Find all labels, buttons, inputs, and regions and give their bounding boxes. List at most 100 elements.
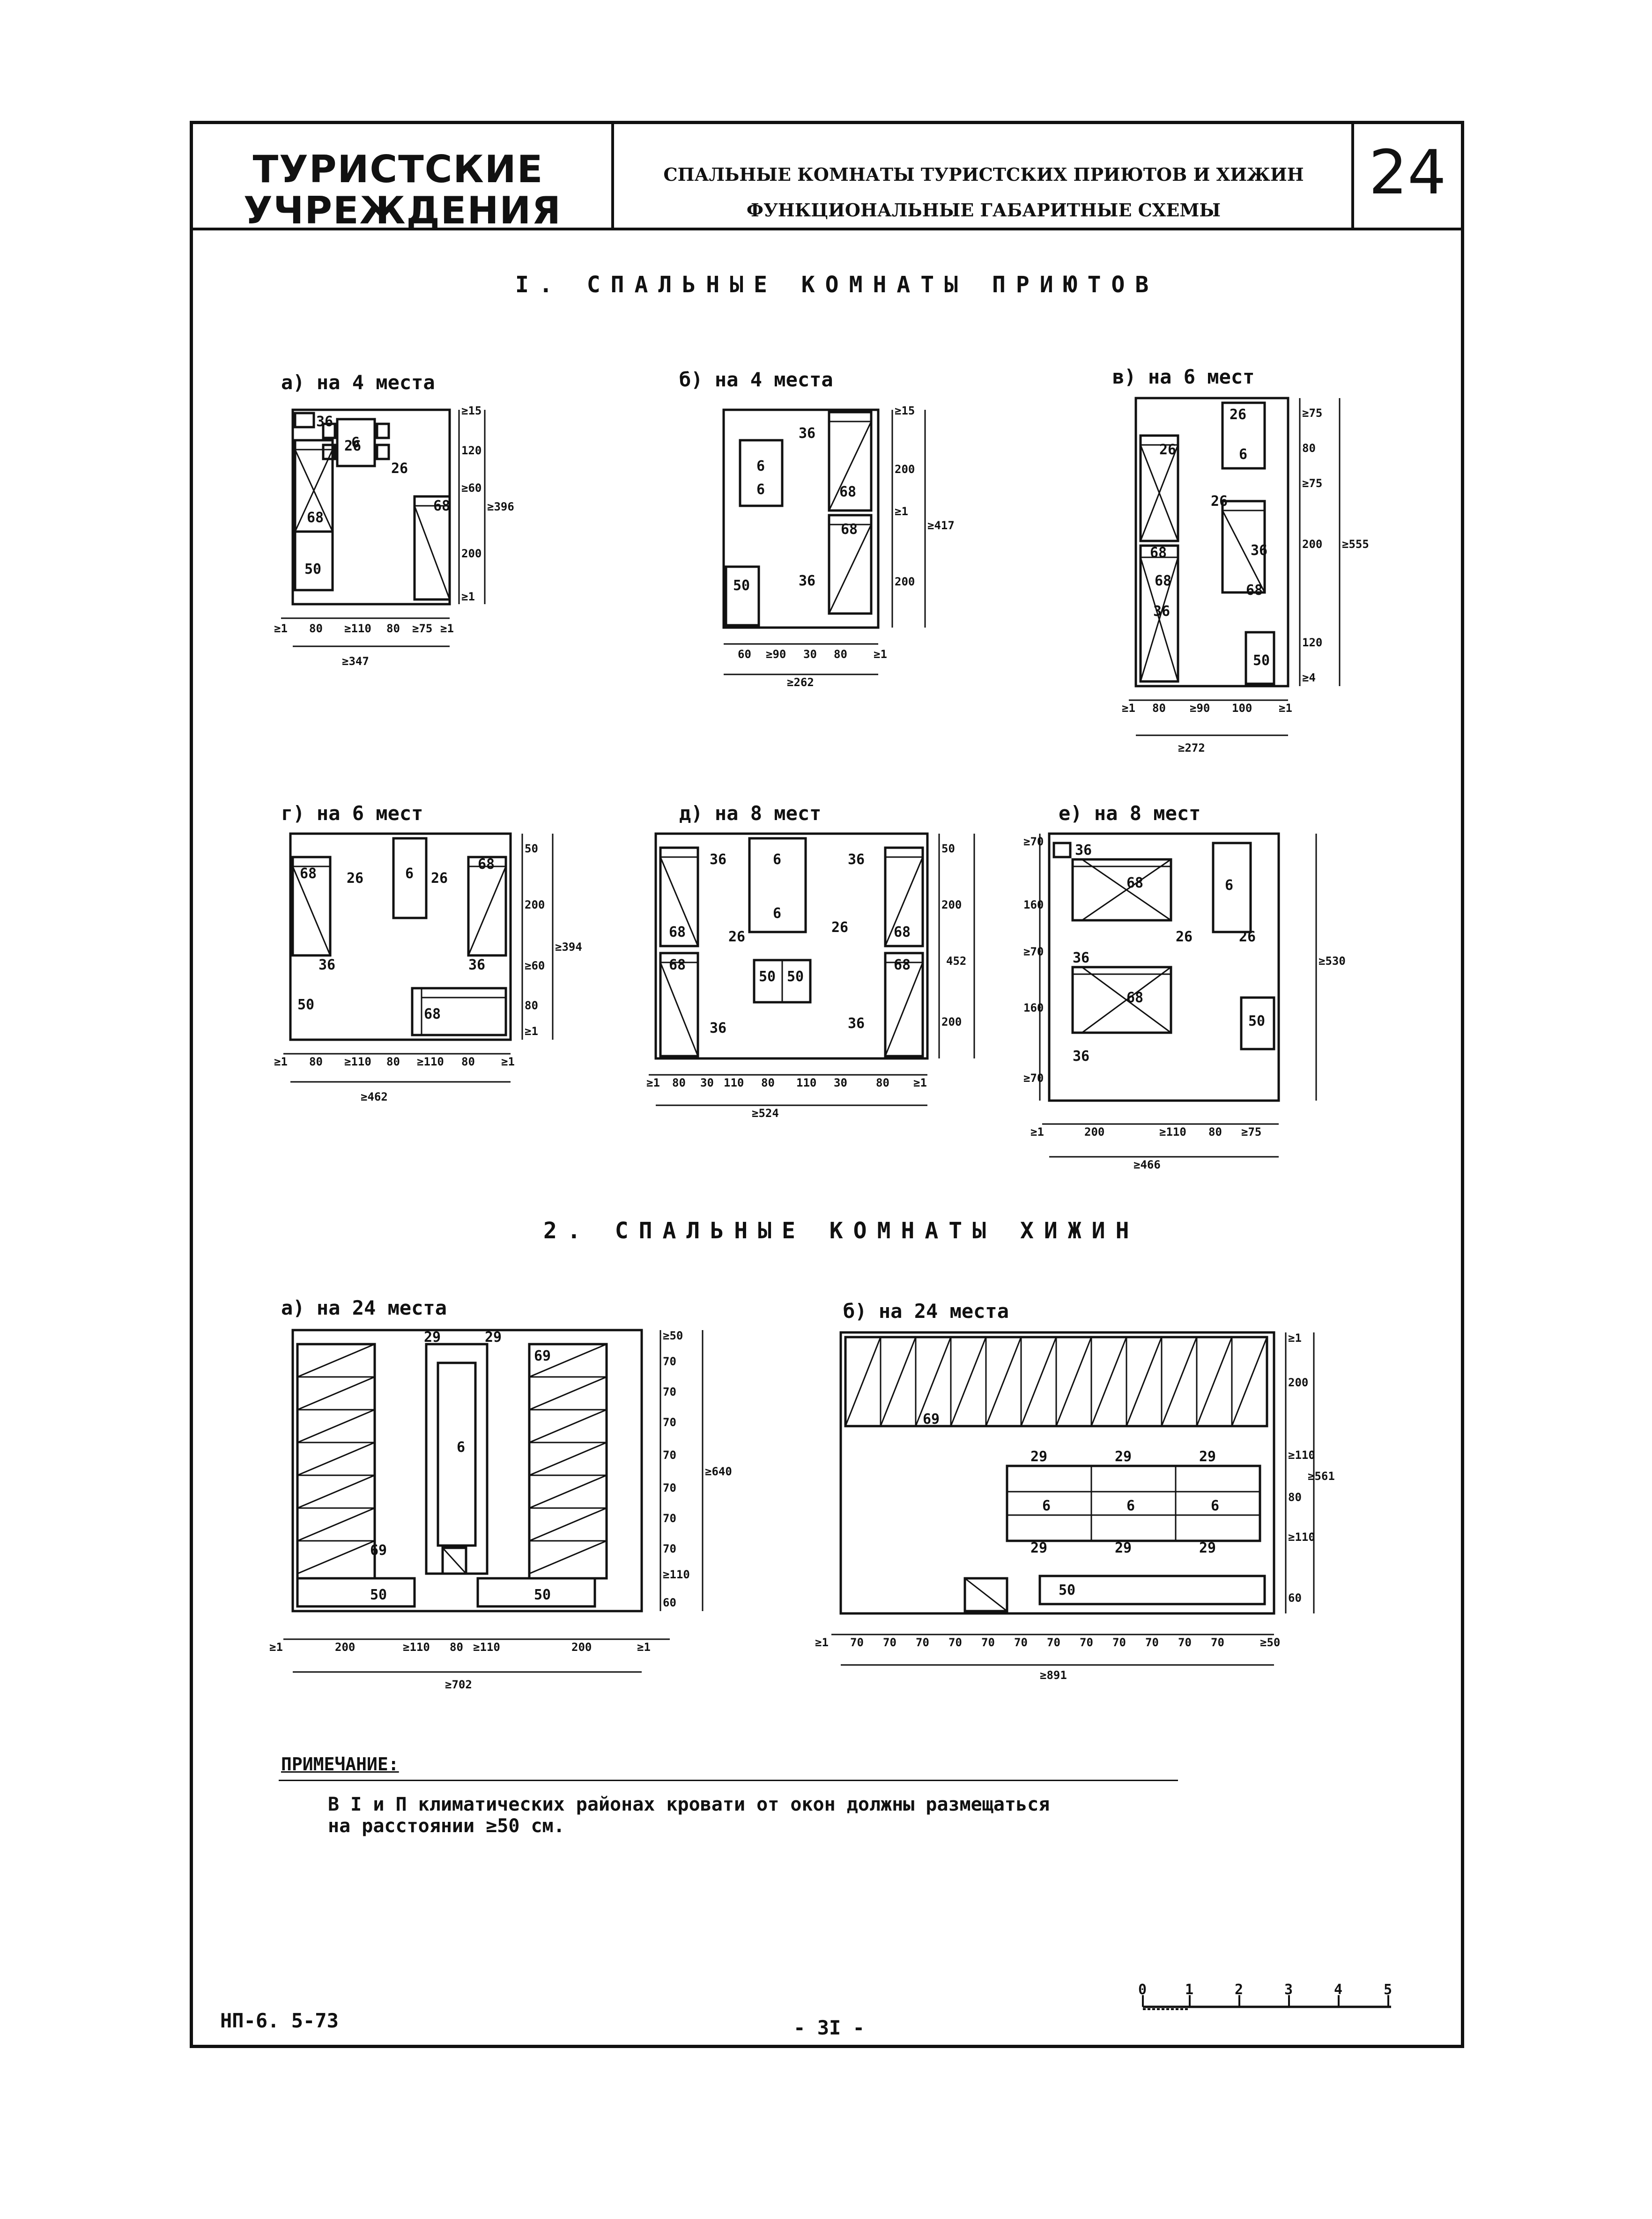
brand-title: ТУРИСТСКИЕ УЧРЕЖДЕНИЯ xyxy=(244,149,561,231)
svg-text:70: 70 xyxy=(981,1636,995,1649)
svg-text:80: 80 xyxy=(386,622,400,635)
svg-text:70: 70 xyxy=(1211,1636,1224,1649)
svg-text:68: 68 xyxy=(669,924,686,940)
svg-text:26: 26 xyxy=(347,870,363,887)
sheet-title-line-2: ФУНКЦИОНАЛЬНЫЕ ГАБАРИТНЫЕ СХЕМЫ xyxy=(746,200,1221,221)
svg-text:≥50: ≥50 xyxy=(663,1329,683,1342)
svg-text:≥75: ≥75 xyxy=(1241,1125,1261,1139)
header-bottom-rule xyxy=(190,228,1464,230)
svg-text:6: 6 xyxy=(405,865,414,882)
svg-text:70: 70 xyxy=(1047,1636,1060,1649)
svg-text:80: 80 xyxy=(1208,1125,1222,1139)
scale-label-1: 1 xyxy=(1185,1982,1193,1998)
svg-text:70: 70 xyxy=(663,1355,676,1368)
svg-text:29: 29 xyxy=(1199,1449,1216,1465)
svg-text:68: 68 xyxy=(841,521,858,538)
svg-text:≥1: ≥1 xyxy=(815,1636,829,1649)
svg-text:6: 6 xyxy=(773,851,781,868)
note-heading: ПРИМЕЧАНИЕ: xyxy=(281,1754,399,1775)
svg-text:≥110: ≥110 xyxy=(473,1641,500,1654)
svg-text:30: 30 xyxy=(700,1076,714,1089)
scale-label-2: 2 xyxy=(1235,1982,1243,1998)
svg-text:≥524: ≥524 xyxy=(752,1107,779,1120)
svg-text:200: 200 xyxy=(1084,1125,1104,1139)
svg-text:≥1: ≥1 xyxy=(1288,1331,1302,1345)
plan-1e-caption: д) на 8 мест xyxy=(679,802,822,825)
svg-text:200: 200 xyxy=(335,1641,355,1654)
svg-text:≥1: ≥1 xyxy=(440,622,454,635)
svg-text:≥70: ≥70 xyxy=(1023,945,1044,958)
svg-text:70: 70 xyxy=(850,1636,864,1649)
svg-text:6: 6 xyxy=(1225,877,1233,894)
graphic-scale: 0 1 2 3 4 5 xyxy=(1138,1981,1400,2020)
svg-text:≥1: ≥1 xyxy=(525,1025,538,1038)
svg-text:≥1: ≥1 xyxy=(874,648,887,661)
svg-text:200: 200 xyxy=(941,1015,962,1028)
sheet-title: СПАЛЬНЫЕ КОМНАТЫ ТУРИСТСКИХ ПРИЮТОВ И ХИ… xyxy=(623,157,1344,228)
svg-text:≥15: ≥15 xyxy=(895,404,915,417)
svg-text:≥60: ≥60 xyxy=(461,481,482,495)
graphic-scale-bar: 0 1 2 3 4 5 xyxy=(1138,1982,1392,2010)
note-rule xyxy=(279,1780,1178,1781)
svg-text:68: 68 xyxy=(894,924,911,940)
svg-text:29: 29 xyxy=(1030,1449,1047,1465)
scale-label-5: 5 xyxy=(1384,1982,1392,1998)
svg-text:≥891: ≥891 xyxy=(1040,1669,1067,1682)
svg-text:≥1: ≥1 xyxy=(1122,702,1135,715)
svg-text:≥702: ≥702 xyxy=(445,1678,472,1691)
svg-text:≥530: ≥530 xyxy=(1319,954,1346,968)
svg-text:70: 70 xyxy=(663,1385,676,1398)
svg-text:36: 36 xyxy=(319,957,335,973)
svg-text:68: 68 xyxy=(669,957,686,973)
svg-text:80: 80 xyxy=(834,648,847,661)
svg-text:≥561: ≥561 xyxy=(1308,1470,1335,1483)
svg-text:≥394: ≥394 xyxy=(555,940,582,954)
svg-text:≥640: ≥640 xyxy=(705,1465,732,1478)
svg-text:≥396: ≥396 xyxy=(487,500,514,513)
svg-text:≥466: ≥466 xyxy=(1133,1158,1161,1171)
svg-text:100: 100 xyxy=(1232,702,1252,715)
svg-text:200: 200 xyxy=(895,575,915,588)
svg-text:120: 120 xyxy=(461,444,482,457)
svg-text:26: 26 xyxy=(1239,929,1256,945)
svg-text:≥110: ≥110 xyxy=(417,1055,444,1068)
svg-text:36: 36 xyxy=(710,851,726,868)
svg-text:70: 70 xyxy=(1112,1636,1126,1649)
svg-text:69: 69 xyxy=(370,1542,387,1559)
svg-text:36: 36 xyxy=(468,957,485,973)
svg-text:36: 36 xyxy=(710,1020,726,1036)
svg-text:70: 70 xyxy=(1080,1636,1093,1649)
svg-text:≥110: ≥110 xyxy=(403,1641,430,1654)
svg-text:36: 36 xyxy=(1073,950,1089,966)
svg-text:80: 80 xyxy=(672,1076,686,1089)
svg-text:70: 70 xyxy=(663,1449,676,1462)
svg-text:36: 36 xyxy=(1251,542,1267,559)
svg-text:80: 80 xyxy=(1288,1491,1302,1504)
svg-text:≥75: ≥75 xyxy=(1302,477,1322,490)
svg-text:≥1: ≥1 xyxy=(269,1641,283,1654)
svg-text:≥1: ≥1 xyxy=(461,590,475,603)
svg-text:26: 26 xyxy=(728,929,745,945)
svg-text:36: 36 xyxy=(848,1015,865,1032)
svg-text:80: 80 xyxy=(450,1641,463,1654)
svg-text:29: 29 xyxy=(1199,1540,1216,1556)
svg-text:26: 26 xyxy=(831,919,848,936)
svg-text:70: 70 xyxy=(663,1512,676,1525)
svg-text:200: 200 xyxy=(895,463,915,476)
svg-text:80: 80 xyxy=(876,1076,889,1089)
svg-text:60: 60 xyxy=(1288,1591,1302,1605)
section-2-title: 2. СПАЛЬНЫЕ КОМНАТЫ ХИЖИН xyxy=(543,1218,1140,1244)
svg-text:≥70: ≥70 xyxy=(1023,1072,1044,1085)
svg-text:≥110: ≥110 xyxy=(1288,1531,1315,1544)
page-number: - 3I - xyxy=(793,2016,865,2039)
svg-text:≥90: ≥90 xyxy=(1190,702,1210,715)
sheet-title-line-1: СПАЛЬНЫЕ КОМНАТЫ ТУРИСТСКИХ ПРИЮТОВ И ХИ… xyxy=(663,164,1304,185)
svg-text:80: 80 xyxy=(525,999,538,1012)
document-code: НП-6. 5-73 xyxy=(220,2009,339,2032)
svg-text:≥110: ≥110 xyxy=(344,622,371,635)
